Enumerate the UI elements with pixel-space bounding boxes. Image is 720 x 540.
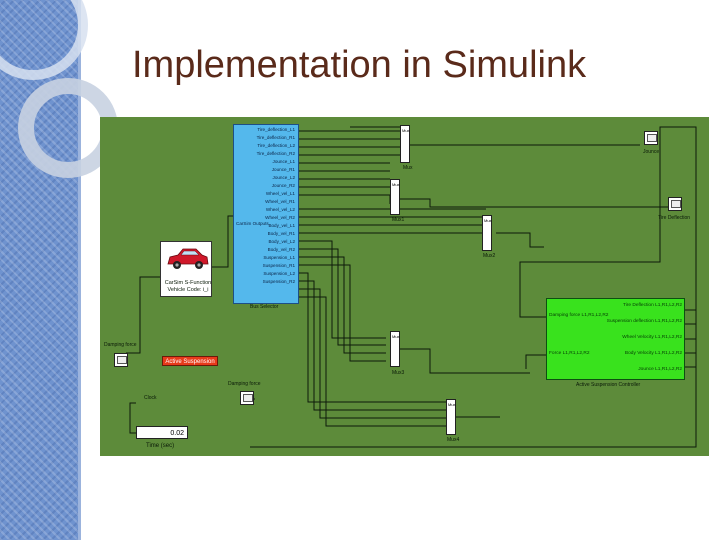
signal-wires — [126, 126, 697, 448]
mux-block[interactable]: Mux — [390, 331, 400, 367]
controller-output-port: Jounce L1,R1,L2,R2 — [638, 367, 682, 372]
mux-caption: Mux4 — [447, 437, 460, 443]
mux-block[interactable]: Mux — [390, 179, 400, 215]
carsim-caption: CarSim S-Function Vehicle Code: i_i — [162, 280, 214, 294]
mux-caption: Mux3 — [392, 370, 405, 376]
damping-force-caption: Damping force — [104, 342, 137, 348]
decorative-ring-top — [0, 0, 88, 80]
mux-block-label: Mux — [402, 128, 410, 133]
carsim-vehicle-block[interactable] — [160, 241, 212, 297]
carsim-caption-line1: CarSim S-Function — [164, 280, 212, 286]
time-display-caption: Time (sec) — [146, 443, 175, 449]
jounce-scope[interactable] — [644, 131, 658, 145]
active-suspension-toggle[interactable]: Active Suspension — [162, 356, 218, 366]
bus-port-label: Jounce_R2 — [271, 183, 295, 188]
bus-port-label: Wheel_vel_R2 — [265, 215, 295, 220]
controller-output-port: Tire Deflection L1,R1,L2,R2 — [622, 303, 682, 308]
bus-port-label: Body_vel_L2 — [268, 239, 295, 244]
mux-block-label: Mux — [484, 218, 492, 223]
mux-block[interactable]: Mux — [482, 215, 492, 251]
bus-port-label: Suspension_L1 — [263, 255, 295, 260]
controller-input-port: Force L1,R1,L2,R2 — [549, 351, 590, 356]
mux-block-label: Mux — [392, 182, 400, 187]
bus-selector-input-label: CarSim Outputs — [236, 221, 269, 226]
time-display[interactable]: 0.02 — [136, 426, 188, 439]
bus-port-label: Tire_deflection_R2 — [256, 151, 295, 156]
tire-deflection-caption: Tire Deflection — [658, 215, 691, 221]
tire-deflection-scope[interactable] — [668, 197, 682, 211]
bus-port-label: Suspension_R1 — [262, 263, 295, 268]
damping-force-scope-2[interactable] — [240, 391, 254, 405]
bus-port-label: Jounce_R1 — [271, 167, 295, 172]
carsim-caption-line2: Vehicle Code: i_i — [167, 287, 209, 293]
mux-block-label: Mux — [448, 402, 456, 407]
jounce-scope-caption: Jounce — [643, 149, 660, 155]
controller-output-port: Wheel Velocity L1,R1,L2,R2 — [622, 335, 682, 340]
controller-output-port: Body Velocity L1,R1,L2,R2 — [624, 351, 682, 356]
bus-selector-caption: Bus Selector — [250, 304, 279, 310]
mux-caption: Mux1 — [392, 217, 405, 223]
bus-port-label: Body_vel_R2 — [267, 247, 295, 252]
mux-block[interactable]: Mux — [400, 125, 410, 163]
controller-output-port: Suspension deflection L1,R1,L2,R2 — [606, 319, 682, 324]
bus-port-label: Wheel_vel_L1 — [265, 191, 295, 196]
controller-input-port: Damping force L1,R1,L2,R2 — [549, 313, 609, 318]
bus-port-label: Jounce_L2 — [272, 175, 295, 180]
side-band-edge — [78, 0, 81, 540]
bus-port-label: Tire_deflection_R1 — [256, 135, 295, 140]
mux-caption: Mux — [403, 165, 413, 171]
bus-port-label: Suspension_L2 — [263, 271, 295, 276]
bus-port-label: Wheel_vel_L2 — [265, 207, 295, 212]
simulink-model-canvas[interactable]: CarSim Outputs Tire_deflection_L1 Tire_d… — [100, 117, 709, 456]
active-suspension-controller-block[interactable]: Damping force L1,R1,L2,R2 Force L1,R1,L2… — [546, 298, 685, 380]
damping-force-caption-2: Damping force — [228, 381, 261, 387]
clock-label: Clock — [144, 395, 157, 401]
bus-port-label: Wheel_vel_R1 — [265, 199, 295, 204]
mux-block-label: Mux — [392, 334, 400, 339]
bus-selector-block[interactable]: CarSim Outputs Tire_deflection_L1 Tire_d… — [233, 124, 299, 304]
bus-port-label: Jounce_L1 — [272, 159, 295, 164]
mux-caption: Mux2 — [483, 253, 496, 259]
bus-port-label: Tire_deflection_L2 — [257, 143, 295, 148]
bus-port-label: Suspension_R2 — [262, 279, 295, 284]
slide-title: Implementation in Simulink — [132, 44, 587, 86]
controller-caption: Active Suspension Controller — [576, 382, 641, 388]
damping-force-scope[interactable] — [114, 353, 128, 367]
bus-port-label: Body_vel_L1 — [268, 223, 295, 228]
mux-block[interactable]: Mux — [446, 399, 456, 435]
bus-port-label: Body_vel_R1 — [267, 231, 295, 236]
bus-port-label: Tire_deflection_L1 — [257, 127, 295, 132]
car-icon — [167, 248, 209, 269]
